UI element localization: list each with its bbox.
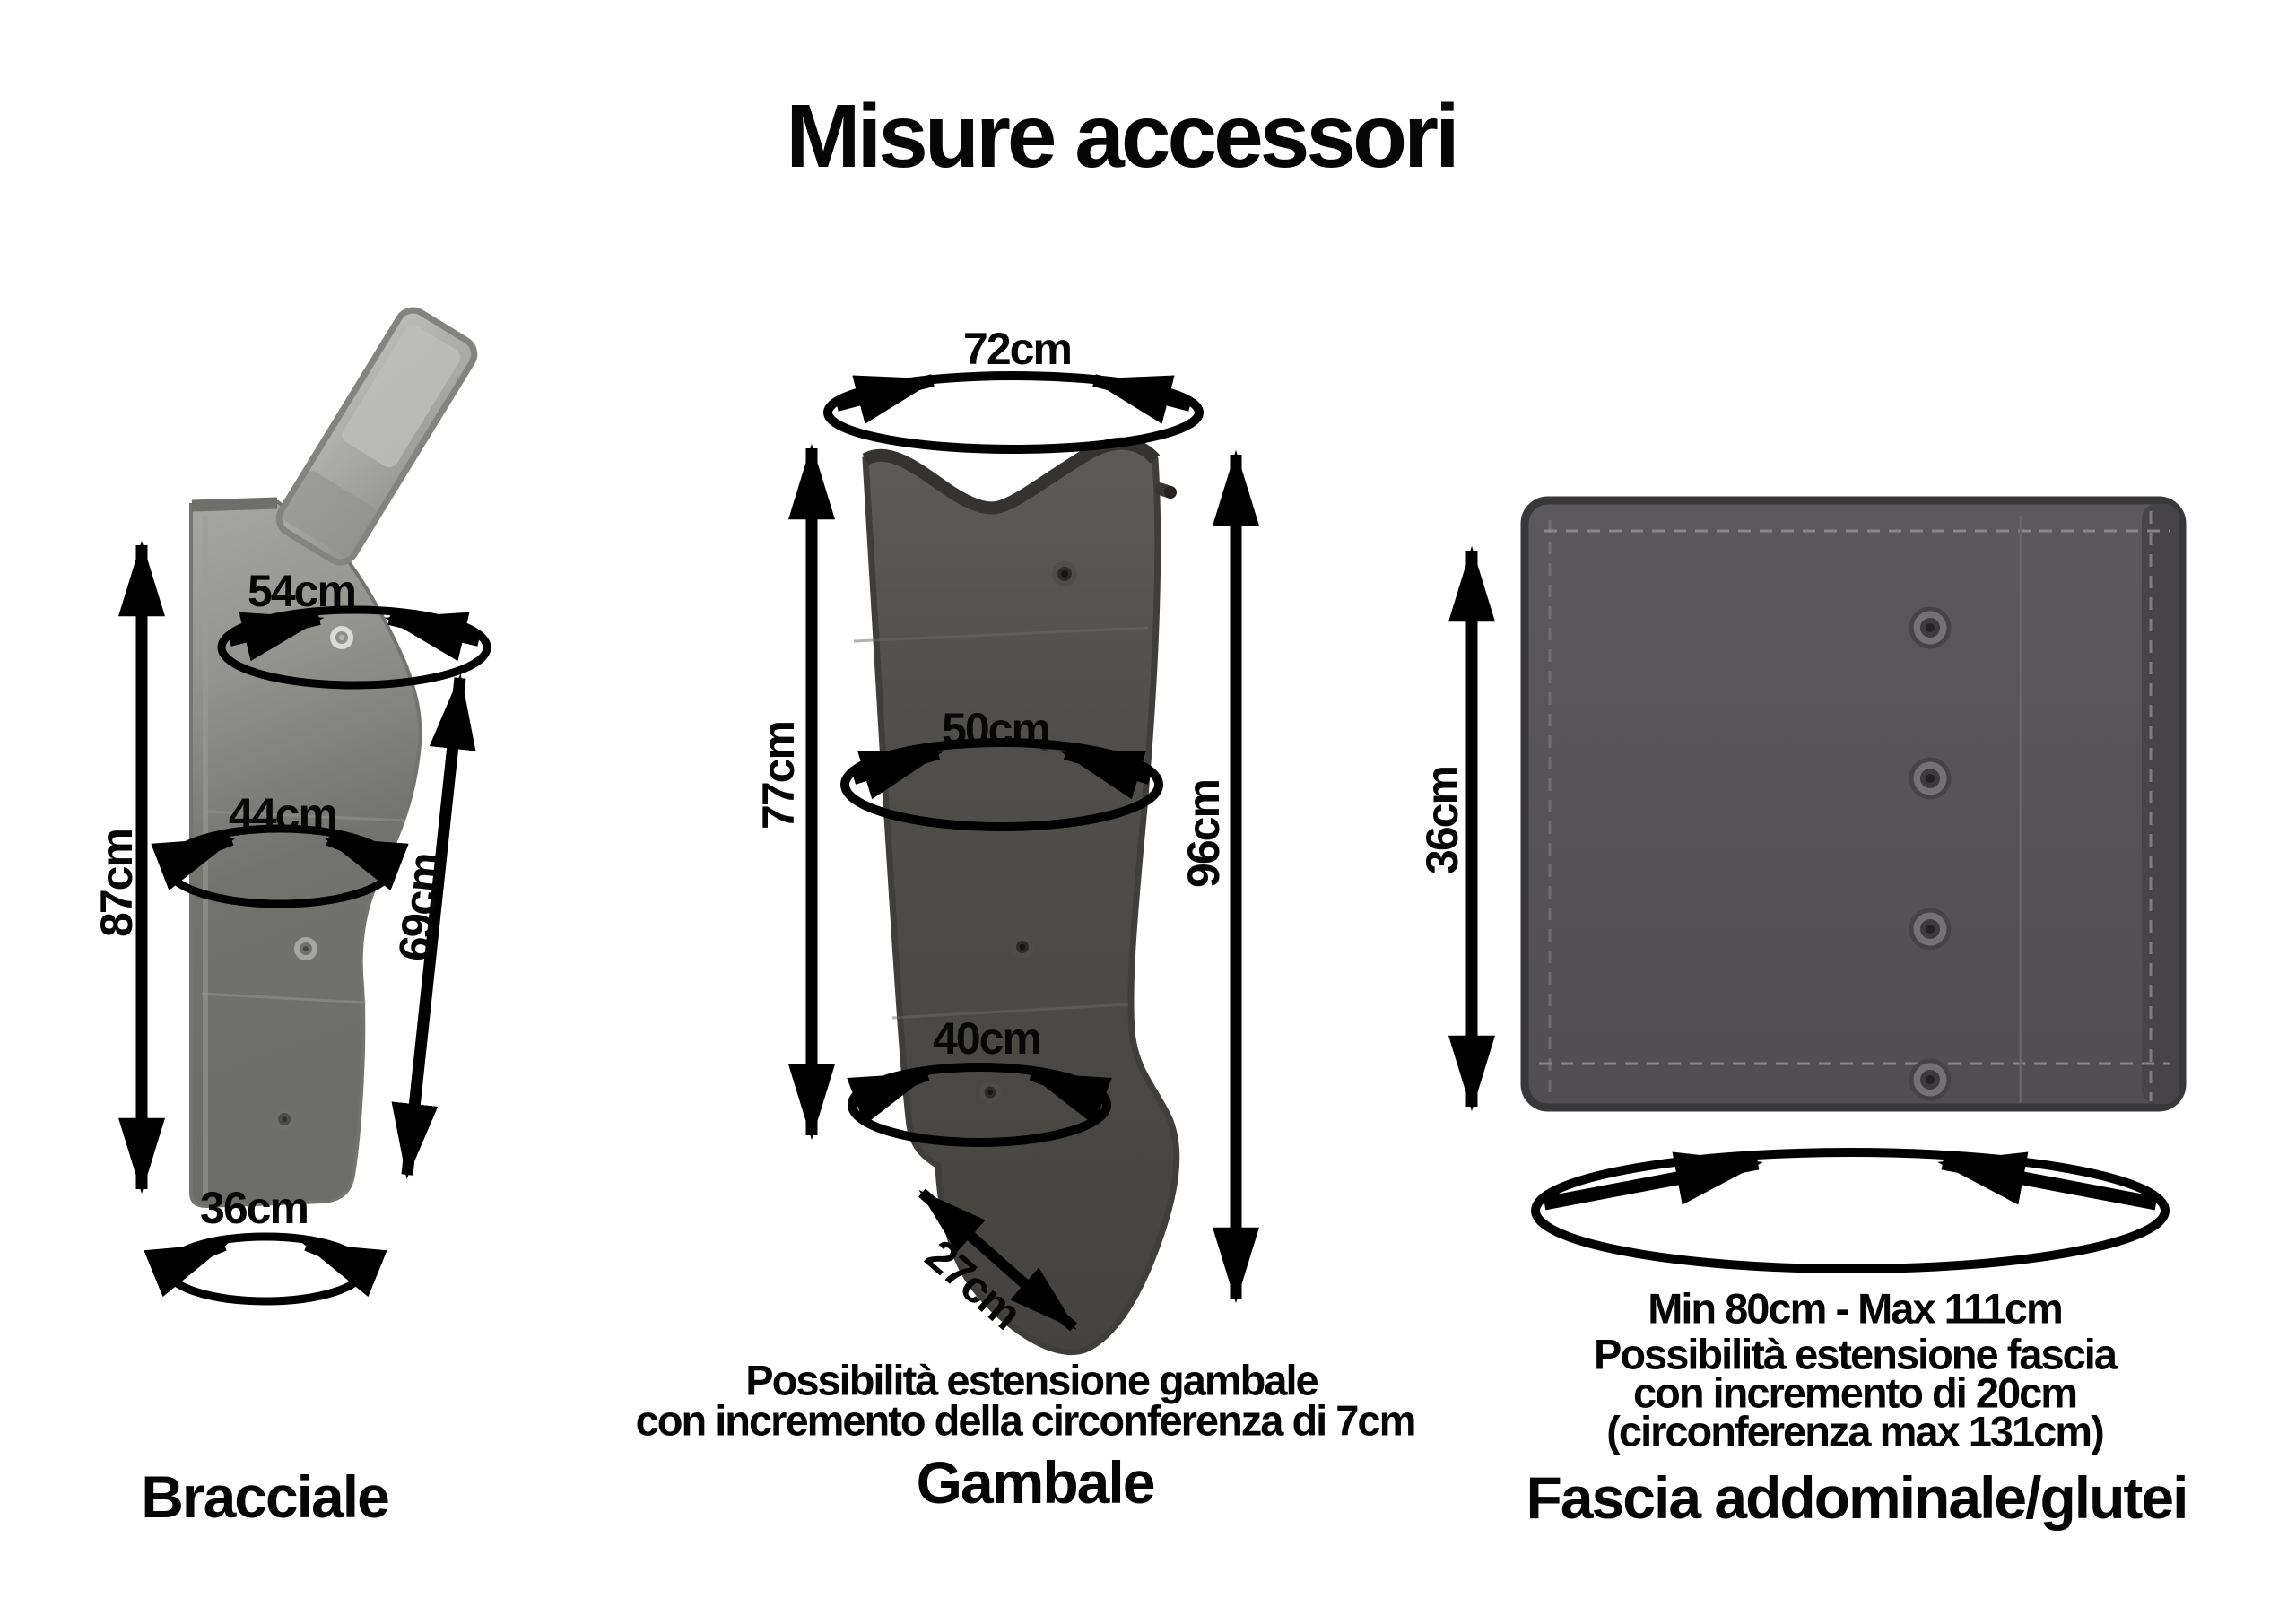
- band-snap-connector-4: [1909, 1058, 1952, 1101]
- measurement-label-arm-bottom: 36cm: [200, 1183, 309, 1233]
- measurement-label-arm-middle: 44cm: [229, 789, 338, 839]
- strap-velcro-pad: [342, 325, 461, 468]
- circumference-ellipse-40cm: [847, 1063, 1112, 1147]
- measurement-label-leg-back: 96cm: [1178, 780, 1229, 888]
- measurement-label-leg-front: 77cm: [753, 722, 804, 830]
- circumference-ellipse-72cm: [823, 371, 1204, 454]
- circumference-ellipse-44cm: [151, 824, 409, 908]
- measurement-label-leg-middle: 50cm: [942, 704, 1051, 754]
- band-snap-connector-1: [1909, 606, 1952, 649]
- leg-sleeve-shape: [862, 440, 1180, 1356]
- measurement-label-band-circumference: Min 80cm - Max 111cm: [1648, 1284, 2064, 1333]
- figure-label-fascia: Fascia addominale/glutei: [1526, 1464, 2189, 1531]
- abdominal-band-shape: [1520, 496, 2187, 1112]
- circumference-ellipse-50cm: [840, 738, 1163, 831]
- circumference-ellipse-band: [1531, 1148, 2170, 1273]
- band-extension-note-line2: con incremento di 20cm: [1632, 1368, 2078, 1417]
- measurement-label-leg-top: 72cm: [963, 324, 1073, 374]
- arm-sleeve-shape: [189, 499, 422, 1209]
- sleeve-snap-connector-bottom: [273, 1108, 296, 1131]
- band-snap-connector-3: [1909, 908, 1952, 951]
- dimension-arrow-69cm: [391, 673, 476, 1180]
- page-title: Misure accessori: [786, 86, 1460, 187]
- circumference-ellipse-54cm: [217, 605, 491, 690]
- band-right-binding: [2142, 504, 2179, 1104]
- band-extension-note-line3: (circonferenza max 131cm): [1606, 1407, 2104, 1455]
- leg-extension-note-line1: Possibilità estensione gambale: [745, 1356, 1318, 1404]
- band-snap-connector-2: [1909, 757, 1952, 800]
- circumference-ellipse-36cm: [144, 1232, 387, 1306]
- measurement-label-arm-length: 87cm: [91, 830, 142, 937]
- sleeve-snap-connector-top: [330, 626, 353, 649]
- leg-sleeve-figure: [788, 371, 1259, 1356]
- measurement-label-arm-top: 54cm: [248, 566, 357, 616]
- leg-snap-connector-3: [1011, 935, 1034, 959]
- hose-nozzle: [1154, 482, 1177, 499]
- measurement-label-band-height: 36cm: [1417, 767, 1467, 874]
- measurement-label-leg-ankle: 40cm: [933, 1013, 1042, 1064]
- leg-extension-note-line2: con incremento della circonferenza di 7c…: [635, 1396, 1417, 1445]
- abdominal-band-figure: [1448, 496, 2187, 1273]
- arm-sleeve-rim: [191, 497, 278, 512]
- arm-sleeve-figure: [118, 307, 491, 1306]
- dimension-arrow-27cm: [918, 1188, 1077, 1332]
- figure-label-bracciale: Bracciale: [141, 1464, 390, 1530]
- leg-snap-connector-1: [1052, 561, 1077, 586]
- measurement-label-arm-side: 69cm: [388, 851, 451, 964]
- band-extension-note-line1: Possibilità estensione fascia: [1594, 1330, 2118, 1378]
- sleeve-snap-connector-mid: [294, 937, 317, 960]
- figure-label-gambale: Gambale: [916, 1449, 1156, 1516]
- shoulder-strap: [275, 307, 478, 566]
- leg-snap-connector-4: [979, 1081, 1001, 1103]
